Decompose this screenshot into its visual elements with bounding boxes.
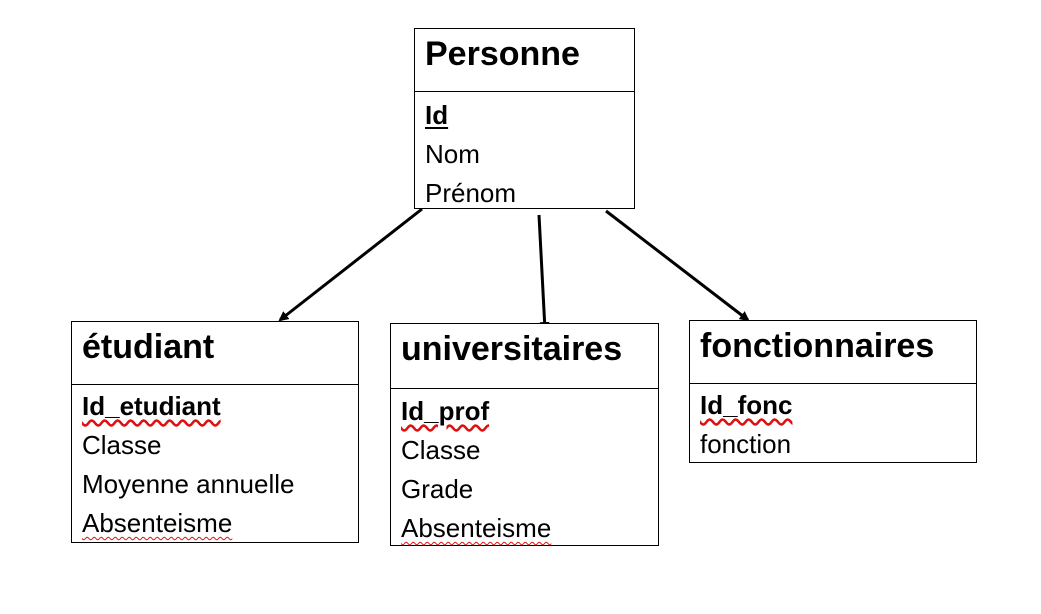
attribute: Absenteisme <box>82 504 348 543</box>
entity-etudiant: étudiant Id_etudiant Classe Moyenne annu… <box>71 321 359 543</box>
arrow-to-universitaires <box>537 214 550 332</box>
primary-key: Id_etudiant <box>82 387 348 426</box>
entity-fonctionnaires: fonctionnaires Id_fonc fonction <box>689 320 977 463</box>
pk-label: Id_etudiant <box>82 391 221 421</box>
entity-attributes: Id Nom Prénom <box>415 92 634 213</box>
attribute-text: Absenteisme <box>82 508 233 538</box>
attribute: fonction <box>700 429 792 459</box>
attribute: Prénom <box>425 178 517 208</box>
pk-label: Id_fonc <box>700 390 793 420</box>
attribute: Classe <box>401 435 481 465</box>
entity-title: universitaires <box>391 324 658 389</box>
attribute: Classe <box>82 430 162 460</box>
entity-universitaires: universitaires Id_prof Classe Grade Abse… <box>390 323 659 546</box>
primary-key: Id <box>425 96 624 135</box>
pk-label: Id_prof <box>401 396 490 426</box>
primary-key: Id_fonc <box>700 386 966 425</box>
entity-personne: Personne Id Nom Prénom <box>414 28 635 209</box>
primary-key: Id_prof <box>401 392 648 431</box>
entity-title: Personne <box>415 29 634 92</box>
attribute-text: Absenteisme <box>401 513 552 543</box>
attribute: Absenteisme <box>401 509 648 548</box>
entity-attributes: Id_etudiant Classe Moyenne annuelle Abse… <box>72 385 358 543</box>
attribute: Grade <box>401 474 474 504</box>
pk-label: Id <box>425 100 449 130</box>
entity-title: fonctionnaires <box>690 321 976 384</box>
attribute: Nom <box>425 139 480 169</box>
entity-title: étudiant <box>72 322 358 385</box>
attribute: Moyenne annuelle <box>82 469 295 499</box>
entity-attributes: Id_prof Classe Grade Absenteisme <box>391 389 658 548</box>
arrow-to-fonctionnaires <box>605 209 750 322</box>
entity-attributes: Id_fonc fonction <box>690 384 976 464</box>
arrow-to-etudiant <box>278 207 423 322</box>
